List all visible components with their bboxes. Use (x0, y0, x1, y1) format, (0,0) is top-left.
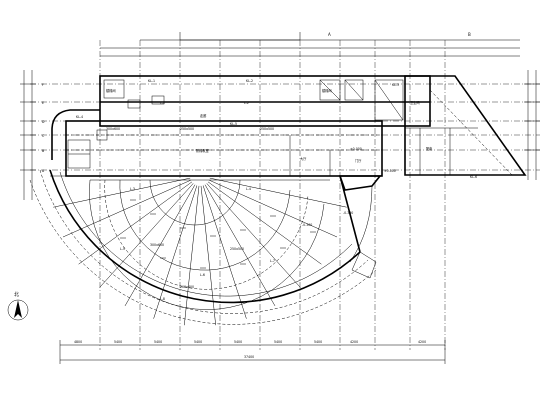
room-hall: 大厅 (300, 156, 307, 161)
bottom-dim: 5400 (154, 340, 162, 344)
room-lobby: 门厅 (355, 158, 362, 163)
beam-label: KL-5 (230, 122, 237, 126)
beam-label: L-5 (120, 247, 125, 251)
section-size: 300x600 (150, 243, 164, 247)
auditorium-fan (29, 169, 382, 325)
radial-beam-line (204, 184, 276, 307)
beam-label: L-3 (130, 187, 135, 191)
north-arrow: 北 (7, 291, 29, 321)
grid-label-c: C (42, 134, 45, 138)
section-size: 300x600 (106, 127, 120, 131)
radial-beams (50, 175, 350, 326)
section-size: 250x500 (260, 127, 274, 131)
section-sizes: 300x600 250x500 250x500 300x600 250x500 … (106, 127, 274, 289)
radial-beam-line (207, 181, 322, 265)
beam-label: L-4 (246, 187, 251, 191)
top-label-a: A (328, 32, 331, 37)
room-wc: 卫生间 (410, 100, 420, 105)
grid-label-f: F (42, 83, 44, 87)
room-stair-2: 楼梯间 (322, 88, 332, 93)
radial-beam-line (78, 181, 193, 265)
left-dimension-chain: F E D C B A (20, 70, 45, 200)
bottom-dim: 5400 (314, 340, 322, 344)
level-3: -0.300 (302, 223, 312, 227)
top-label-b: B (468, 32, 471, 37)
right-dimension-chain (524, 70, 540, 180)
level-2: -0.300 (343, 211, 353, 215)
bottom-dimension-band: 4800 5400 5400 5400 5400 5400 5400 4200 … (59, 340, 446, 364)
top-dimension-band: A B (100, 32, 520, 57)
vertical-grid-lines (99, 40, 446, 350)
right-wedge-wing (404, 75, 527, 176)
room-corridor: 走廊 (200, 113, 207, 118)
section-size: 250x500 (230, 247, 244, 251)
beam-label: KL-3 (392, 83, 399, 87)
beam-tick-marks (120, 199, 316, 269)
section-size: 200x400 (180, 285, 194, 289)
room-auditorium: 阶梯教室 (196, 148, 209, 153)
level-1: ±0.000 (350, 147, 362, 151)
bottom-dim: 5400 (194, 340, 202, 344)
radial-beam-line (62, 179, 192, 238)
beam-label: KL-4 (76, 115, 83, 119)
radial-beam-line (99, 183, 194, 288)
grid-label-a: A (42, 169, 45, 173)
beam-label: L-6 (200, 273, 205, 277)
beam-label: KL-2 (246, 79, 253, 83)
radial-beam-line (208, 179, 338, 238)
radial-beam-line (153, 185, 198, 319)
beam-labels: KL-1 KL-2 KL-3 KL-4 KL-5 KL-6 L-1 L-2 L-… (76, 79, 477, 301)
bottom-dim: 5400 (274, 340, 282, 344)
bottom-dim: 5400 (114, 340, 122, 344)
left-curved-block (51, 109, 108, 169)
bottom-dim: 4200 (350, 340, 358, 344)
level-4: ±0.000 (384, 169, 396, 173)
beam-label: KL-1 (148, 79, 155, 83)
radial-beam-line (184, 185, 200, 326)
bottom-dim: 4200 (418, 340, 426, 344)
bottom-total-dim: 37400 (244, 355, 254, 359)
grid-label-b: B (42, 149, 44, 153)
rectangular-wing (99, 75, 431, 127)
north-label: 北 (14, 291, 19, 298)
beam-label: L-7 (270, 259, 275, 263)
room-electric: 配电 (426, 146, 433, 151)
grid-label-e: E (42, 101, 44, 105)
radial-beam-line (124, 184, 196, 307)
beam-label: KL-6 (470, 175, 477, 179)
room-labels: 楼梯间 楼梯间 卫生间 走廊 配电 大厅 阶梯教室 门厅 (106, 88, 433, 163)
radial-beam-line (209, 177, 347, 208)
radial-beam-line (206, 183, 301, 288)
beam-label: L-2 (244, 101, 249, 105)
beam-label: L-1 (160, 101, 165, 105)
bottom-dim: 4800 (74, 340, 82, 344)
level-marks: ±0.000 -0.300 -0.300 ±0.000 (302, 147, 396, 227)
radial-beam-line (202, 185, 247, 319)
bottom-dim: 5400 (234, 340, 242, 344)
room-stair-1: 楼梯间 (106, 88, 116, 93)
grid-label-d: D (42, 120, 45, 124)
section-size: 250x500 (180, 127, 194, 131)
radial-beam-line (53, 177, 191, 208)
beam-label: L-8 (160, 297, 165, 301)
radial-beam-line (200, 185, 216, 326)
